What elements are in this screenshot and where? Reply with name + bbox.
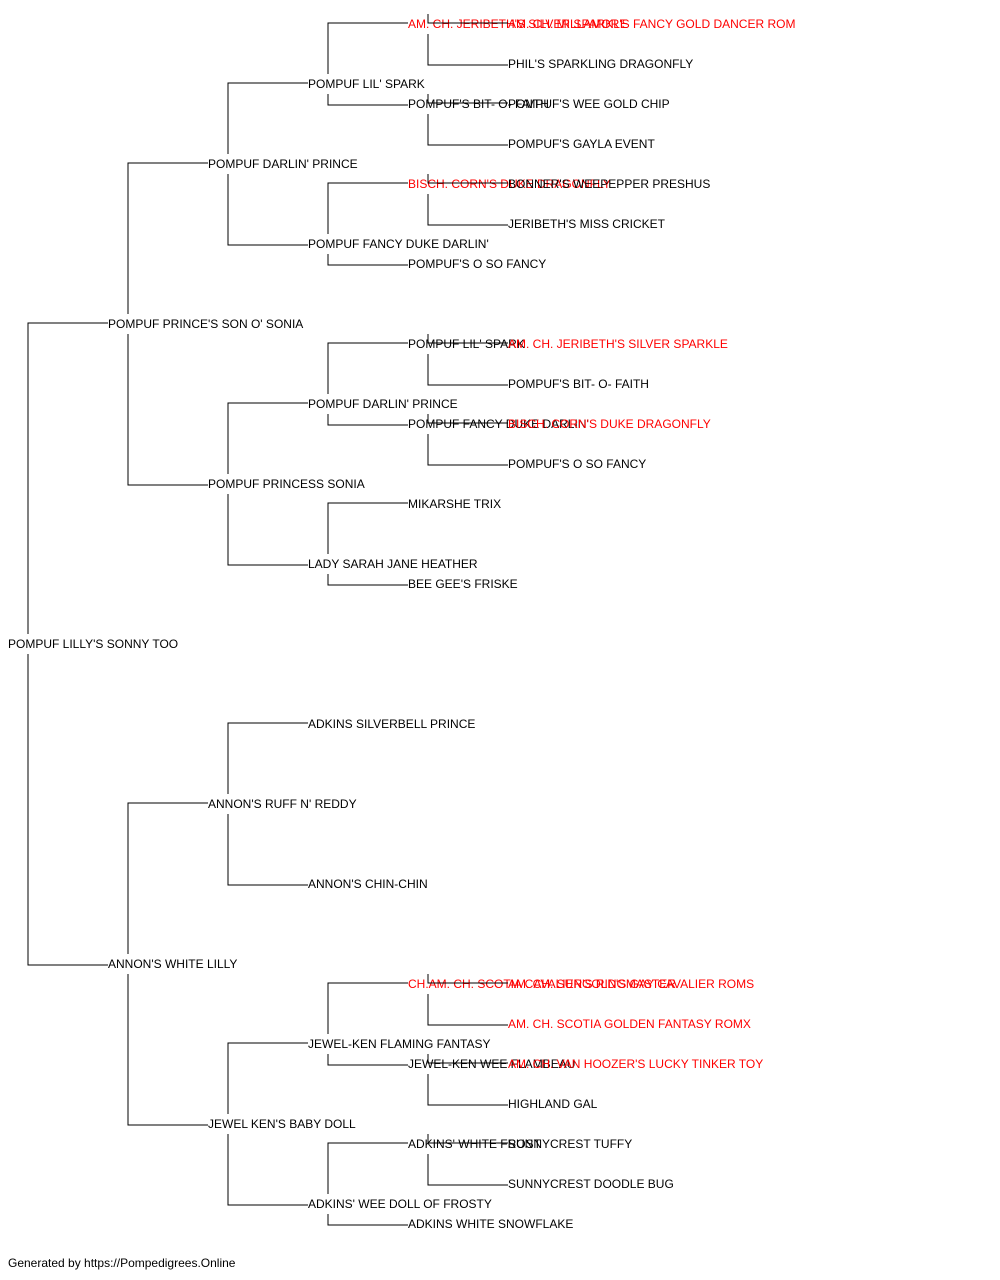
- pedigree-name-root-dam-sire: ANNON'S RUFF N' REDDY: [208, 797, 357, 811]
- connector-line-root-dam-sire-dam: [227, 814, 308, 886]
- connector-line-root-sire-sire-sire-sire-sire: [427, 14, 508, 24]
- pedigree-name-root-sire-sire-sire-dam: POMPUF'S BIT- O- FAITH: [408, 97, 549, 111]
- connector-line-root-dam-dam-dam-sire-sire: [427, 1134, 508, 1144]
- pedigree-name-root-dam-dam-dam: ADKINS' WEE DOLL OF FROSTY: [308, 1197, 492, 1211]
- pedigree-name-root-dam-dam-dam-sire-sire: SUNNYCREST TUFFY: [508, 1137, 632, 1151]
- pedigree-name-root-dam-dam-sire: JEWEL-KEN FLAMING FANTASY: [308, 1037, 490, 1051]
- pedigree-name-root-sire-dam: POMPUF PRINCESS SONIA: [208, 477, 365, 491]
- pedigree-name-root-sire-dam-sire-dam-sire: BISCH. CORN'S DUKE DRAGONFLY: [508, 417, 711, 431]
- connector-line-root-dam-sire: [127, 802, 208, 954]
- connector-line-root-sire-dam-sire-sire-dam: [427, 354, 508, 386]
- pedigree-name-root-sire-dam-dam-sire: MIKARSHE TRIX: [408, 497, 501, 511]
- pedigree-name-root-dam-dam-sire-sire-dam: AM. CH. SCOTIA GOLDEN FANTASY ROMX: [508, 1017, 751, 1031]
- connector-line-root-sire-sire: [127, 162, 208, 314]
- pedigree-name-root-sire-sire-sire-sire: AM. CH. JERIBETH'S SILVER SPARKLE: [408, 17, 628, 31]
- connector-line-root-sire-dam-sire: [227, 402, 308, 474]
- connector-line-root-dam-dam-sire-sire: [327, 982, 408, 1034]
- connector-line-root-dam-dam-sire-sire-sire: [427, 974, 508, 984]
- connector-line-root-sire-sire-sire-dam-dam: [427, 114, 508, 146]
- pedigree-name-root-sire-sire-sire-sire-dam: PHIL'S SPARKLING DRAGONFLY: [508, 57, 693, 71]
- pedigree-name-root-dam: ANNON'S WHITE LILLY: [108, 957, 237, 971]
- connector-line-root-sire-dam-sire-dam-sire: [427, 414, 508, 424]
- pedigree-name-root-dam-sire-sire: ADKINS SILVERBELL PRINCE: [308, 717, 475, 731]
- pedigree-name-root-sire-dam-sire-dam: POMPUF FANCY DUKE DARLIN': [408, 417, 589, 431]
- connector-line-root-sire-dam-sire-dam: [327, 414, 408, 426]
- connector-line-root-sire-sire-sire: [227, 82, 308, 154]
- pedigree-name-root-dam-dam-sire-dam-sire: AM. CH. VAN HOOZER'S LUCKY TINKER TOY: [508, 1057, 763, 1071]
- pedigree-name-root-sire-dam-dam: LADY SARAH JANE HEATHER: [308, 557, 478, 571]
- connector-line-root-sire-dam-dam: [227, 494, 308, 566]
- pedigree-name-root-sire-dam-sire-dam-dam: POMPUF'S O SO FANCY: [508, 457, 646, 471]
- generated-by-footer: Generated by https://Pompedigrees.Online: [8, 1256, 236, 1270]
- connector-line-root-dam-dam-sire-dam-sire: [427, 1054, 508, 1064]
- connector-line-root-sire-sire-sire-dam-sire: [427, 94, 508, 104]
- connector-line-root-sire-sire-dam-sire: [327, 182, 408, 234]
- pedigree-name-root-sire: POMPUF PRINCE'S SON O' SONIA: [108, 317, 303, 331]
- connector-line-root-sire-dam-dam-dam: [327, 574, 408, 586]
- pedigree-name-root-sire-dam-sire: POMPUF DARLIN' PRINCE: [308, 397, 458, 411]
- pedigree-name-root-sire-dam-dam-dam: BEE GEE'S FRISKE: [408, 577, 518, 591]
- pedigree-name-root-sire-sire-sire-dam-dam: POMPUF'S GAYLA EVENT: [508, 137, 655, 151]
- pedigree-name-root-dam-sire-dam: ANNON'S CHIN-CHIN: [308, 877, 428, 891]
- pedigree-name-root-sire-sire-sire: POMPUF LIL' SPARK: [308, 77, 425, 91]
- connector-line-root-sire-dam: [127, 334, 208, 486]
- pedigree-name-root-sire-sire: POMPUF DARLIN' PRINCE: [208, 157, 358, 171]
- connector-line-root-sire-dam-sire-sire-sire: [427, 334, 508, 344]
- connector-line-root-sire-sire-sire-sire-dam: [427, 34, 508, 66]
- pedigree-name-root-sire-sire-sire-sire-sire: AM. CH. MILLAMOR'S FANCY GOLD DANCER ROM: [508, 17, 795, 31]
- connector-line-root-dam-dam-sire: [227, 1042, 308, 1114]
- pedigree-name-root-dam-dam-sire-dam: JEWEL-KEN WEE FLAMBEAU: [408, 1057, 575, 1071]
- pedigree-name-root-dam-dam-sire-sire-sire: AM. CH. SUNGOLD'S GAY CAVALIER ROMS: [508, 977, 754, 991]
- pedigree-name-root-dam-dam-dam-sire: ADKINS' WHITE FROST: [408, 1137, 542, 1151]
- pedigree-name-root-sire-sire-dam-sire: BISCH. CORN'S DUKE DRAGONFLY: [408, 177, 611, 191]
- pedigree-tree: POMPUF LILLY'S SONNY TOO POMPUF PRINCE'S …: [8, 14, 795, 1231]
- pedigree-name-root-sire-sire-dam-sire-sire: BONNER'S WEEPEPPER PRESHUS: [508, 177, 710, 191]
- pedigree-name-root-sire-sire-dam: POMPUF FANCY DUKE DARLIN': [308, 237, 489, 251]
- pedigree-name-root-dam-dam-dam-sire-dam: SUNNYCREST DOODLE BUG: [508, 1177, 674, 1191]
- connector-line-root-sire-sire-dam-sire-dam: [427, 194, 508, 226]
- pedigree-name-root-sire-sire-dam-dam: POMPUF'S O SO FANCY: [408, 257, 546, 271]
- connector-line-root-sire-sire-dam-sire-sire: [427, 174, 508, 184]
- pedigree-name-root-sire-dam-sire-sire: POMPUF LIL' SPARK: [408, 337, 525, 351]
- connector-line-root-sire: [27, 322, 108, 634]
- connector-line-root-dam-dam-dam: [227, 1134, 308, 1206]
- pedigree-name-root-sire-dam-sire-sire-dam: POMPUF'S BIT- O- FAITH: [508, 377, 649, 391]
- connector-line-root-dam-dam-dam-dam: [327, 1214, 408, 1226]
- pedigree-name-root-sire-sire-sire-dam-sire: POMPUF'S WEE GOLD CHIP: [508, 97, 670, 111]
- connector-line-root-dam: [27, 654, 108, 966]
- pedigree-name-root-dam-dam-sire-sire: CH.AM. CH. SCOTIA CAVALIER'S RINGMASTER: [408, 977, 676, 991]
- connector-line-root-dam-dam-sire-sire-dam: [427, 994, 508, 1026]
- connector-line-root-dam-dam-dam-sire: [327, 1142, 408, 1194]
- connector-line-root-dam-dam: [127, 974, 208, 1126]
- connector-line-root-sire-sire-sire-sire: [327, 22, 408, 74]
- connector-line-root-dam-sire-sire: [227, 722, 308, 794]
- pedigree-name-root-dam-dam-dam-dam: ADKINS WHITE SNOWFLAKE: [408, 1217, 573, 1231]
- connector-line-root-sire-dam-dam-sire: [327, 502, 408, 554]
- pedigree-name-root: POMPUF LILLY'S SONNY TOO: [8, 637, 178, 651]
- connector-line-root-sire-sire-dam: [227, 174, 308, 246]
- pedigree-name-root-sire-dam-sire-sire-sire: AM. CH. JERIBETH'S SILVER SPARKLE: [508, 337, 728, 351]
- connector-line-root-dam-dam-sire-dam: [327, 1054, 408, 1066]
- connector-line-root-dam-dam-dam-sire-dam: [427, 1154, 508, 1186]
- pedigree-name-root-dam-dam-sire-dam-dam: HIGHLAND GAL: [508, 1097, 598, 1111]
- connector-line-root-sire-sire-sire-dam: [327, 94, 408, 106]
- pedigree-name-root-dam-dam: JEWEL KEN'S BABY DOLL: [208, 1117, 356, 1131]
- connector-line-root-sire-sire-dam-dam: [327, 254, 408, 266]
- connector-line-root-sire-dam-sire-dam-dam: [427, 434, 508, 466]
- connector-line-root-dam-dam-sire-dam-dam: [427, 1074, 508, 1106]
- connector-line-root-sire-dam-sire-sire: [327, 342, 408, 394]
- pedigree-name-root-sire-sire-dam-sire-dam: JERIBETH'S MISS CRICKET: [508, 217, 666, 231]
